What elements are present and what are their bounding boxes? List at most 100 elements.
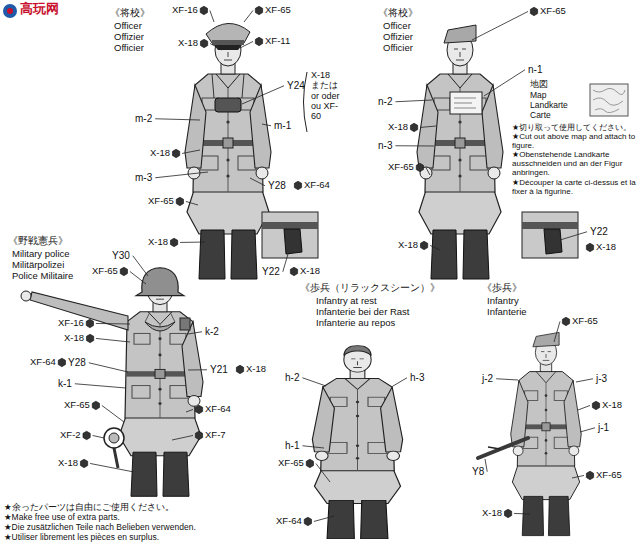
- paint-marker: [176, 197, 183, 205]
- part-number: j-3: [596, 373, 607, 385]
- leader-line: [554, 321, 560, 342]
- paint-marker: [290, 267, 297, 275]
- part-number: n-1: [528, 64, 542, 76]
- leader-line: [262, 124, 271, 126]
- paint-code: X-18: [398, 240, 418, 251]
- paint-marker: [92, 401, 99, 409]
- paint-marker: [200, 39, 207, 47]
- leader-line: [485, 459, 487, 472]
- leader-line: [484, 70, 525, 96]
- note: ★Make free use of extra parts.: [4, 513, 120, 523]
- part-number: h-1: [285, 440, 299, 452]
- leader-line: [496, 379, 518, 380]
- leader-line: [96, 323, 130, 325]
- note: ★余ったパーツは自由にご使用ください。: [4, 503, 174, 513]
- leader-line: [93, 435, 104, 438]
- paint-marker: [86, 334, 93, 342]
- paint-code: XF-65: [92, 266, 118, 277]
- part-number: j-1: [598, 422, 609, 434]
- part-number: m-1: [274, 120, 291, 132]
- part-number: Y22: [262, 266, 280, 278]
- paint-code: X-18: [150, 148, 170, 159]
- paint-marker: [410, 123, 417, 131]
- leader-line: [188, 332, 202, 334]
- paint-code: XF-64: [276, 516, 302, 527]
- note: ★Cut out above map and attach to figure.: [512, 132, 636, 150]
- note: ★Die zusätzlichen Teile nach Belieben ve…: [4, 523, 196, 533]
- part-number: k-2: [205, 326, 219, 338]
- paint-marker: [170, 238, 177, 246]
- paint-code: XF-65: [572, 316, 598, 327]
- leader-line: [314, 516, 334, 521]
- paint-code: XF-65: [388, 162, 414, 173]
- leader-line: [210, 10, 214, 22]
- leader-line: [240, 41, 253, 48]
- leader-line: [89, 363, 128, 372]
- figure-heading: Infanterie au repos: [316, 318, 395, 329]
- paint-marker: [200, 6, 207, 14]
- leader-line: [302, 378, 326, 386]
- paint-code: XF-64: [304, 180, 330, 191]
- leader-line: [188, 369, 207, 370]
- leader-line: [250, 178, 265, 186]
- paint-code: X-18: [300, 266, 320, 277]
- part-number: Y28: [268, 180, 286, 192]
- part-number: h-3: [410, 372, 424, 384]
- paint-marker: [562, 317, 569, 325]
- leader-line: [102, 405, 124, 422]
- paint-code: XF-64: [30, 357, 56, 368]
- leader-line: [393, 378, 407, 386]
- leader-line: [182, 150, 200, 153]
- paint-marker: [58, 358, 65, 366]
- leader-line: [426, 167, 430, 175]
- paint-code: XF-16: [58, 318, 84, 329]
- paint-code: X-18: [148, 237, 168, 248]
- part-number: Y30: [112, 250, 130, 262]
- leader-line: [210, 43, 222, 50]
- leader-line: [283, 254, 288, 272]
- note: ★Obenstehende Landkarte ausschneiden und…: [512, 150, 636, 178]
- paint-marker: [294, 181, 301, 189]
- figure-heading: Offizier: [383, 32, 413, 43]
- note: ★Utiliser librement les pièces en surplu…: [4, 533, 159, 543]
- paint-marker: [586, 471, 593, 479]
- paint-code: XF-7: [205, 430, 226, 441]
- note: Carte: [530, 111, 551, 121]
- leader-line: [172, 435, 193, 440]
- leader-line: [576, 379, 593, 382]
- part-number: m-2: [135, 113, 152, 125]
- paint-code: X-18 または or oder ou XF-60: [311, 70, 340, 122]
- part-number: n-2: [378, 96, 392, 108]
- paint-marker: [195, 431, 202, 439]
- paint-code: XF-65: [540, 6, 566, 17]
- leader-line: [302, 446, 324, 448]
- figure-heading: 《歩兵（リラックスシーン）》: [300, 283, 440, 294]
- part-number: k-1: [58, 378, 72, 390]
- leader-line: [395, 145, 434, 146]
- leader-line: [578, 405, 590, 410]
- paint-code: XF-2: [60, 430, 81, 441]
- note: Map: [530, 91, 547, 101]
- leader-line: [133, 256, 148, 276]
- figure-heading: Officier: [383, 43, 413, 54]
- paint-marker: [255, 6, 262, 14]
- leader-line: [244, 10, 253, 22]
- paint-marker: [255, 37, 262, 45]
- paint-marker: [586, 243, 593, 251]
- figure-heading: Officer: [383, 21, 411, 32]
- figure-heading: Militärpolizei: [12, 260, 64, 271]
- leader-line: [472, 11, 528, 40]
- note: ★Découper la carte ci-dessus et la fixer…: [512, 178, 636, 196]
- paint-code: XF-65: [278, 458, 304, 469]
- part-number: Y8: [472, 466, 484, 478]
- paint-code: XF-65: [596, 470, 622, 481]
- leader-line: [420, 126, 436, 127]
- paint-code: XF-65: [265, 5, 291, 16]
- figure-heading: Infanterie bei der Rast: [316, 307, 409, 318]
- leader-line: [316, 463, 330, 482]
- figure-heading: 《将校》: [378, 8, 418, 19]
- part-number: Y24: [287, 80, 305, 92]
- figure-heading: 《歩兵》: [482, 283, 522, 294]
- figure-heading: Officer: [114, 21, 142, 32]
- part-number: Y28: [68, 357, 86, 369]
